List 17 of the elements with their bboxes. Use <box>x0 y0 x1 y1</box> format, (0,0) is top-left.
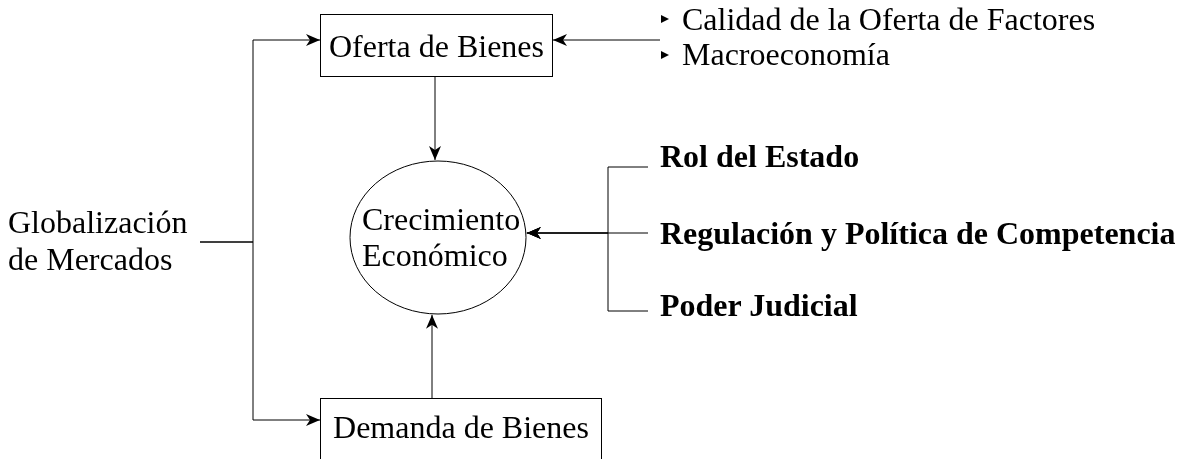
node-label: Crecimiento Económico <box>361 202 522 273</box>
box-label: Oferta de Bienes <box>329 26 544 66</box>
process-box <box>320 14 553 77</box>
factor-label: Regulación y Política de Competencia <box>660 214 1176 253</box>
arrow <box>199 241 321 426</box>
box-label: Demanda de Bienes <box>333 408 589 447</box>
arrow <box>526 227 649 312</box>
list-item-text: Calidad de la Oferta de Factores <box>682 1 1096 37</box>
factor-label: Rol del Estado <box>660 137 860 176</box>
process-box <box>320 398 602 459</box>
arrow <box>426 314 438 399</box>
arrow <box>552 34 661 46</box>
arrow <box>429 76 441 161</box>
factor-label: Poder Judicial <box>660 286 858 325</box>
ellipse-node <box>349 160 527 315</box>
node-label: Globalización de Mercados <box>8 204 189 278</box>
list-item-text: Macroeconomía <box>682 37 890 73</box>
